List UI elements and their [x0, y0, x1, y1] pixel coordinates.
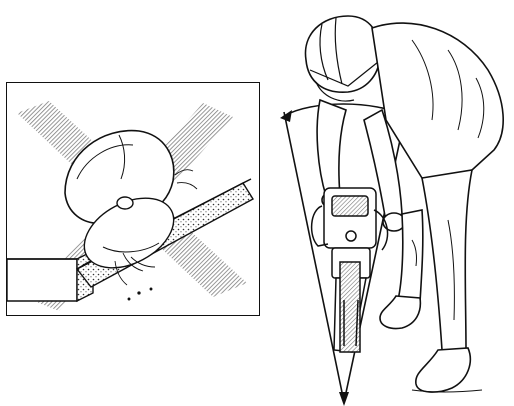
correct-position-figure	[262, 0, 514, 406]
cutoff-saw	[312, 188, 388, 352]
wrong-position-panel	[6, 82, 260, 316]
worker-helmet	[305, 16, 380, 101]
wrong-position-drawing	[7, 83, 260, 316]
lower-beam	[7, 251, 93, 301]
worker-drawing	[262, 0, 514, 406]
